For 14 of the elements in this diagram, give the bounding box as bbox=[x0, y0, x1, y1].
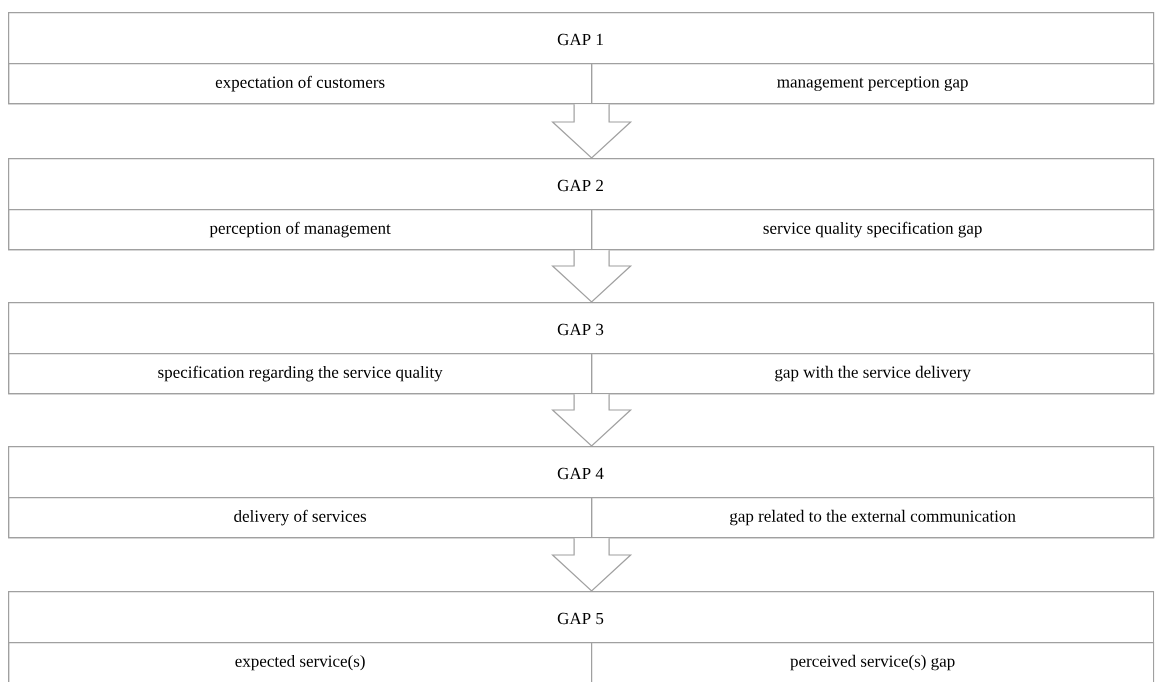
block-arrow bbox=[551, 103, 633, 159]
table-cell: delivery of services bbox=[8, 497, 593, 539]
block-arrow bbox=[551, 249, 633, 303]
table-cell: expectation of customers bbox=[8, 63, 593, 105]
table-cell: perceived service(s) gap bbox=[591, 642, 1155, 682]
table-cell: service quality specification gap bbox=[591, 209, 1155, 251]
table-cell: gap related to the external communication bbox=[591, 497, 1155, 539]
table-cell: gap with the service delivery bbox=[591, 353, 1155, 395]
table-cell: specification regarding the service quality bbox=[8, 353, 593, 395]
block-arrow bbox=[551, 393, 633, 447]
table-cell: management perception gap bbox=[591, 63, 1155, 105]
table-cell: perception of management bbox=[8, 209, 593, 251]
table-cell: expected service(s) bbox=[8, 642, 593, 682]
block-arrow bbox=[551, 537, 633, 592]
